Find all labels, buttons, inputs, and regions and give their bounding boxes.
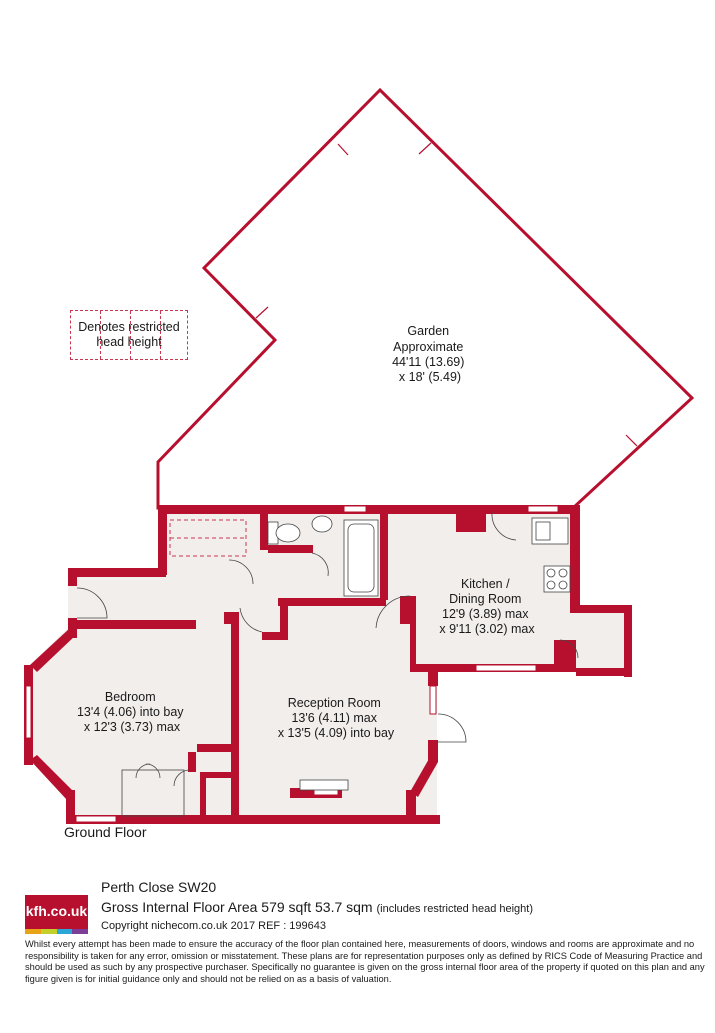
bedroom-label: Bedroom 13'4 (4.06) into bay x 12'3 (3.7…	[77, 690, 187, 734]
kfh-logo: kfh.co.uk	[25, 895, 88, 934]
disclaimer: Whilst every attempt has been made to en…	[25, 939, 705, 984]
restricted-area	[169, 519, 247, 557]
logo-stripe	[72, 929, 88, 934]
garden-label: Garden Approximate 44'11 (13.69) x 18' (…	[392, 324, 468, 384]
windows	[25, 505, 559, 823]
legend-text: Denotes restricted head height	[71, 320, 187, 350]
legend-line-1: Denotes restricted	[78, 320, 180, 334]
copyright: Copyright nichecom.co.uk 2017 REF : 1996…	[101, 920, 327, 932]
logo-stripes	[25, 929, 88, 934]
floor-plan: Garden Approximate 44'11 (13.69) x 18' (…	[24, 87, 695, 824]
restricted-height-legend: Denotes restricted head height	[70, 310, 188, 360]
floor-name: Ground Floor	[64, 824, 147, 840]
garden-arrows	[207, 142, 638, 447]
gia-note: (includes restricted head height)	[376, 903, 533, 915]
logo-text: kfh.co.uk	[25, 903, 88, 919]
fixtures	[121, 515, 571, 817]
kitchen-label: Kitchen / Dining Room 12'9 (3.89) max x …	[439, 577, 535, 636]
logo-stripe	[25, 929, 41, 934]
walls	[24, 505, 632, 824]
garden-outline	[156, 87, 695, 510]
gross-internal-area: Gross Internal Floor Area 579 sqft 53.7 …	[101, 899, 533, 915]
doors	[76, 511, 579, 787]
logo-stripe	[40, 929, 57, 934]
house-floor	[30, 512, 628, 822]
property-address: Perth Close SW20	[101, 879, 217, 895]
gia-value: Gross Internal Floor Area 579 sqft 53.7 …	[101, 899, 373, 915]
legend-line-2: head height	[96, 335, 162, 349]
reception-label: Reception Room 13'6 (4.11) max x 13'5 (4…	[278, 696, 395, 740]
logo-stripe	[56, 929, 73, 934]
